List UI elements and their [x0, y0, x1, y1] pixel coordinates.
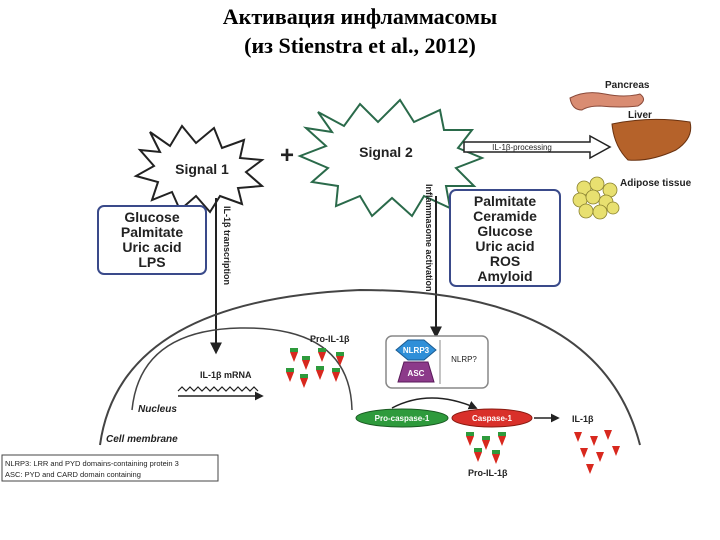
pro-caspase-1 [355, 408, 449, 428]
pro-il1b-bottom-label: Pro-IL-1β [468, 468, 508, 478]
adipose-tissue-label: Adipose tissue [620, 178, 692, 189]
il1b-processing-label: IL-1β-processing [492, 143, 552, 152]
nucleus-membrane [131, 327, 353, 411]
pro-caspase-1-label: Pro-caspase-1 [375, 414, 430, 423]
nlrp3-label: NLRP3 [403, 346, 430, 355]
signal2-inducer: Ceramide [473, 208, 537, 224]
nucleus-label: Nucleus [138, 404, 177, 415]
caspase-activation-arrow [391, 397, 478, 410]
legend-line: NLRP3: LRR and PYD domains-containing pr… [5, 459, 179, 468]
signal1-inducers-box [97, 205, 207, 275]
cell-membrane [99, 288, 641, 446]
pro-il1b-peptides-top [286, 348, 344, 388]
il1b-transcription-label: IL-1β transcription [222, 206, 232, 285]
signal2-inducer: Amyloid [477, 268, 532, 284]
signal2-inducer: Uric acid [475, 238, 534, 254]
pancreas-label: Pancreas [605, 80, 650, 91]
pro-il1b-top-label: Pro-IL-1β [310, 334, 350, 344]
plus-sign: + [280, 142, 294, 169]
nlrp3-protein [395, 339, 437, 361]
cell-membrane-label: Cell membrane [106, 434, 178, 445]
asc-protein [397, 361, 435, 383]
inflammasome-activation-label: Inflammasome activation [424, 184, 434, 292]
pancreas-icon [569, 92, 644, 111]
caspase-1 [451, 408, 533, 428]
il1b-processing-arrow [463, 134, 612, 160]
adipose-tissue-icon [572, 176, 620, 220]
il1b-mrna-label: IL-1β mRNA [200, 370, 252, 380]
il1b-released-peptides [574, 430, 620, 474]
signal2-label: Signal 2 [359, 144, 413, 160]
il1b-out-label: IL-1β [572, 414, 594, 424]
page-title: Активация инфламмасомы [222, 4, 498, 29]
abbreviation-legend-box [1, 454, 219, 482]
caspase-1-label: Caspase-1 [472, 414, 513, 423]
signal1-inducer: Glucose [124, 209, 179, 225]
legend-line: ASC: PYD and CARD domain containing [5, 470, 141, 479]
signal2-inducers-box [449, 189, 561, 287]
signal1-inducer: LPS [138, 254, 165, 270]
signal1-inducer: Uric acid [122, 239, 181, 255]
signal1-starburst [133, 124, 265, 214]
pro-il1b-peptides-bottom [466, 432, 506, 464]
signal2-inducer: Glucose [477, 223, 532, 239]
page-subtitle: (из Stienstra et al., 2012) [244, 33, 476, 58]
mrna-strand-icon [177, 386, 259, 392]
nlrp-other-label: NLRP? [451, 355, 477, 364]
signal2-inducer: Palmitate [474, 193, 536, 209]
signal2-inducer: ROS [490, 253, 520, 269]
liver-icon [611, 118, 692, 161]
signal1-label: Signal 1 [175, 161, 229, 177]
asc-label: ASC [408, 369, 425, 378]
liver-label: Liver [628, 110, 652, 121]
signal1-inducer: Palmitate [121, 224, 183, 240]
